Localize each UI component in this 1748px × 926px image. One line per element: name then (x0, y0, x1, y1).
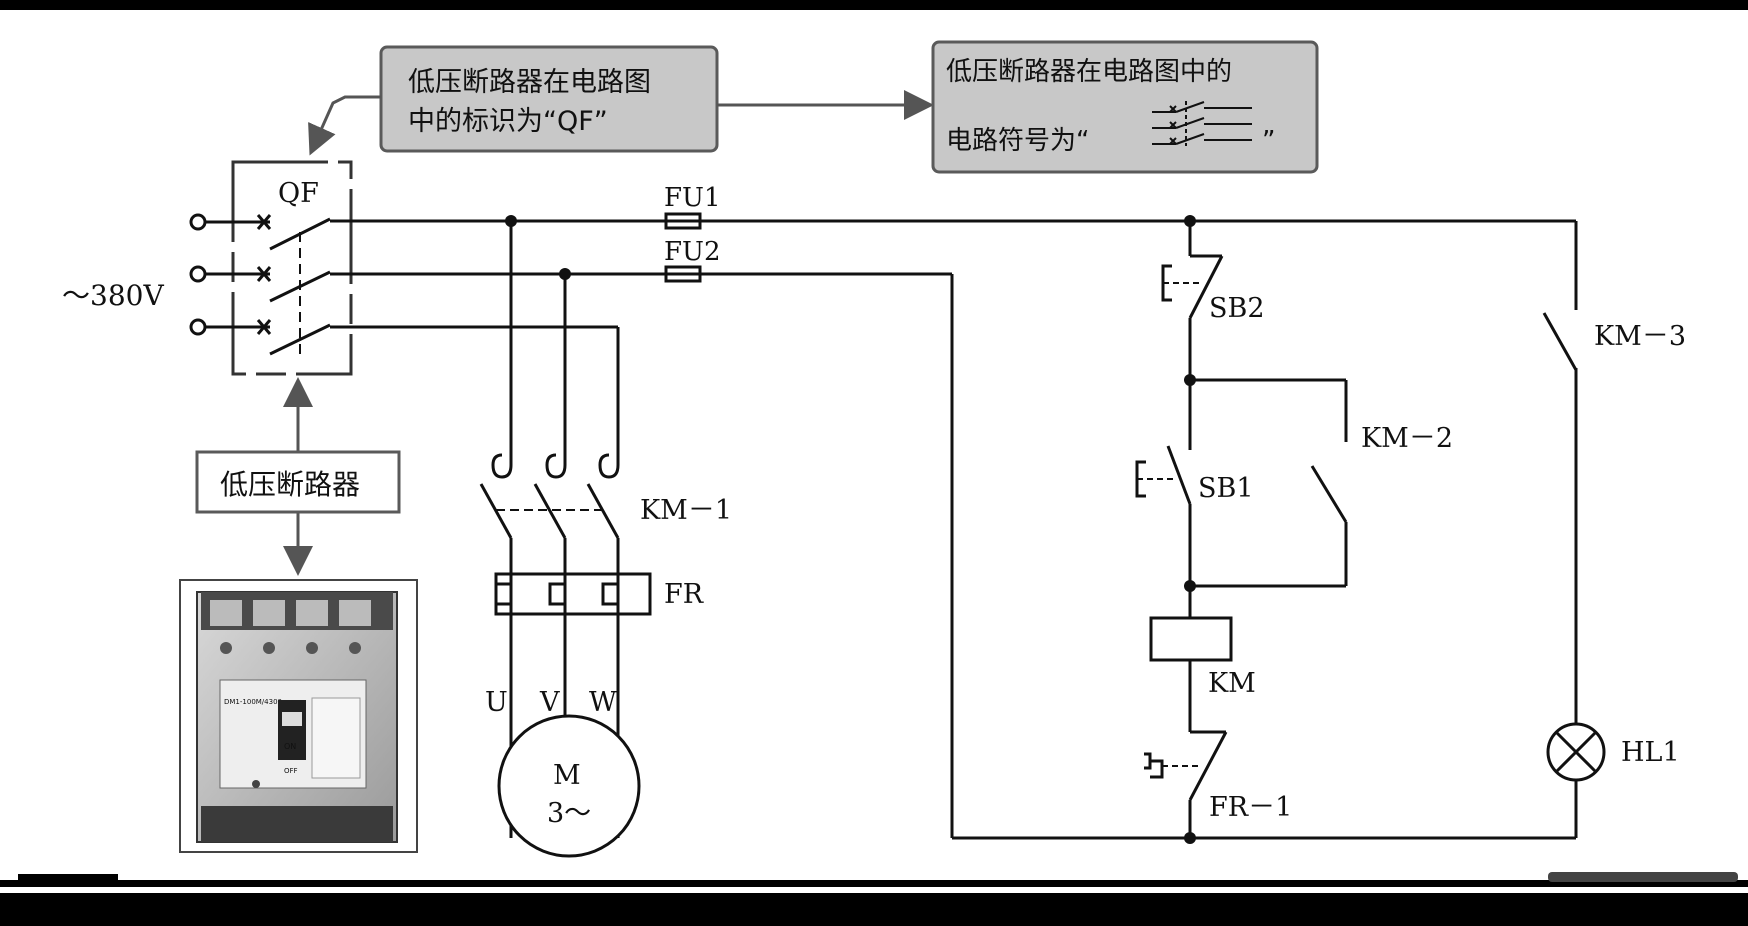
qf-breaker-symbol (189, 160, 353, 376)
breaker-name-label: 低压断路器 (220, 468, 360, 501)
label-km3: KM－3 (1594, 321, 1686, 352)
fr-thermal-relay (494, 572, 652, 616)
label-fu2: FU2 (664, 237, 721, 267)
label-sb1: SB1 (1198, 473, 1254, 504)
callout-qf-symbol: 低压断路器在电路图中的 电路符号为“ ” (931, 40, 1319, 174)
callout-qf-line2: 中的标识为“QF” (408, 106, 608, 137)
top-border (0, 0, 1748, 10)
callout-qf-marker: 低压断路器在电路图 中的标识为“QF” (379, 45, 719, 153)
mini-breaker-symbol (1152, 101, 1252, 146)
callout-symbol-close-quote: ” (1262, 126, 1275, 156)
label-qf: QF (278, 178, 319, 209)
label-supply: ～380V (62, 279, 164, 312)
label-km2: KM－2 (1361, 423, 1453, 454)
control-circuit (1135, 221, 1606, 838)
callout-symbol-line2: 电路符号为“ (946, 126, 1089, 156)
label-km: KM (1208, 668, 1256, 699)
breaker-name-box (195, 450, 401, 514)
photo-model-text: DM1-100M/4300 (224, 698, 282, 706)
label-fr: FR (664, 579, 704, 610)
junction-dot (505, 215, 517, 227)
junction-dot (559, 268, 571, 280)
power-wires (330, 212, 1578, 840)
junction-dot (1184, 580, 1196, 592)
photo-off-text: OFF (284, 767, 298, 775)
callout-qf-line1: 低压断路器在电路图 (408, 67, 651, 98)
callout-arrow-to-qf (308, 95, 381, 156)
label-motor-m: M (553, 760, 581, 791)
label-hl1: HL1 (1621, 737, 1680, 768)
label-km1: KM－1 (640, 495, 732, 526)
label-u: U (485, 687, 508, 718)
label-v: V (539, 687, 560, 718)
callout-symbol-line1: 低压断路器在电路图中的 (946, 57, 1232, 87)
label-sb2: SB2 (1209, 293, 1265, 324)
bottom-band (0, 893, 1748, 926)
label-motor-3: 3～ (547, 798, 591, 829)
bottom-right-mark (1548, 872, 1738, 882)
junction-dot (1184, 374, 1196, 386)
label-w: W (589, 687, 617, 718)
label-fu1: FU1 (664, 183, 721, 213)
bottom-border (0, 880, 1748, 887)
motor-symbol (497, 714, 641, 858)
photo-on-text: ON (284, 742, 296, 751)
breaker-photo: DM1-100M/4300 ON OFF (179, 579, 418, 853)
label-fr1: FR－1 (1209, 792, 1292, 823)
bottom-left-mark (18, 874, 118, 880)
